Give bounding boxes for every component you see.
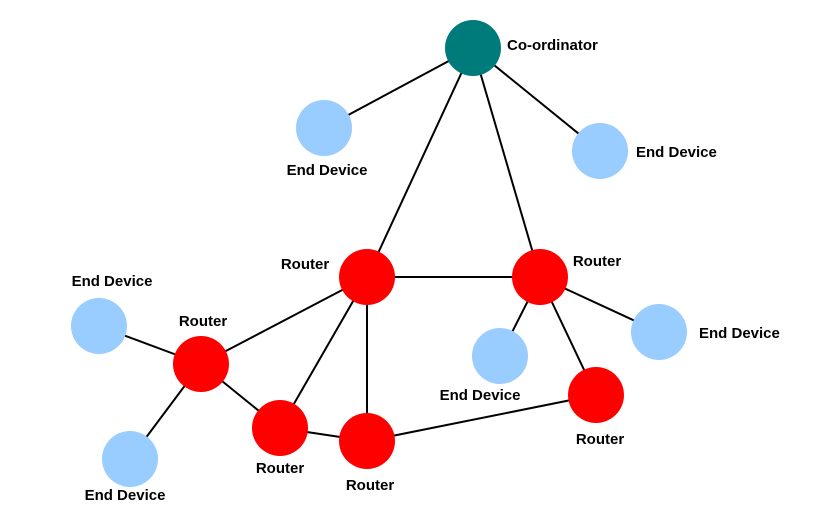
link-coord-r1 [366,47,474,278]
end-device-label: End Device [699,325,780,342]
link-r1-r3 [200,276,368,365]
router-node [339,249,395,305]
nodes-layer [71,20,687,487]
end-device-node [472,328,528,384]
router-node [173,336,229,392]
end-device-node [631,304,687,360]
end-device-node [572,123,628,179]
end-device-label: End Device [636,144,717,161]
router-label: Router [346,477,394,494]
router-label: Router [179,313,227,330]
link-r6-r7 [366,394,597,442]
router-node [252,400,308,456]
router-label: Router [573,253,621,270]
coordinator-label: Co-ordinator [507,37,598,54]
end-device-label: End Device [85,487,166,504]
link-coord-r2 [472,47,541,278]
end-device-node [102,431,158,487]
router-node [512,249,568,305]
end-device-label: End Device [72,273,153,290]
link-coord-ed1 [323,47,474,129]
end-device-label: End Device [287,162,368,179]
coordinator-node [445,20,501,76]
router-node [339,413,395,469]
end-device-label: End Device [440,387,521,404]
end-device-node [71,298,127,354]
router-label: Router [281,256,329,273]
end-device-node [296,100,352,156]
router-label: Router [256,460,304,477]
router-label: Router [576,431,624,448]
link-r1-r5 [279,276,368,429]
router-node [568,367,624,423]
